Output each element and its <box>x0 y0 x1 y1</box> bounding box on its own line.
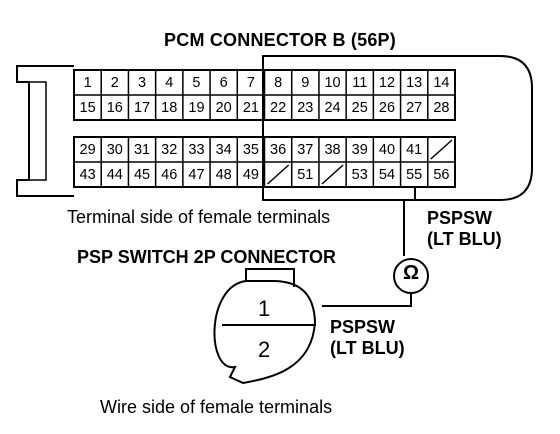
pcm-terminal-26: 26 <box>378 100 396 116</box>
pcm-side-label: Terminal side of female terminals <box>67 207 331 227</box>
wire-label-lower-name: PSPSW <box>330 317 396 337</box>
pcm-terminal-3: 3 <box>137 75 147 91</box>
pcm-terminal-44: 44 <box>106 167 123 183</box>
wire-label-upper: PSPSW (LT BLU) <box>427 208 502 250</box>
wire-label-upper-name: PSPSW <box>427 208 493 228</box>
pcm-terminal-41: 41 <box>406 142 423 158</box>
pcm-terminal-43: 43 <box>79 167 96 183</box>
pcm-terminal-2: 2 <box>110 75 119 91</box>
pcm-terminal-16: 16 <box>106 100 123 116</box>
diagram-title: PCM CONNECTOR B (56P) <box>164 30 396 50</box>
pcm-terminal-23: 23 <box>297 100 314 116</box>
pcm-terminal-53: 53 <box>351 167 368 183</box>
pcm-terminal-48: 48 <box>215 167 232 183</box>
pcm-terminal-7: 7 <box>246 75 255 91</box>
pcm-terminal-12: 12 <box>378 75 396 91</box>
pcm-terminal-51: 51 <box>297 167 314 183</box>
pcm-terminal-39: 39 <box>351 142 368 158</box>
pcm-connector-housing <box>262 55 533 201</box>
psp-side-label: Wire side of female terminals <box>100 397 333 417</box>
psp-connector-latch <box>245 268 295 287</box>
psp-connector-body <box>213 279 317 385</box>
pcm-terminal-1: 1 <box>83 75 92 91</box>
pcm-terminal-14: 14 <box>433 75 450 91</box>
pcm-terminal-5: 5 <box>192 75 201 91</box>
pcm-terminal-47: 47 <box>188 167 205 183</box>
pcm-terminal-22: 22 <box>270 100 287 116</box>
pcm-terminal-40: 40 <box>378 142 396 158</box>
pcm-terminal-35: 35 <box>242 142 259 158</box>
pcm-terminal-31: 31 <box>133 142 151 158</box>
pcm-terminal-29: 29 <box>79 142 96 158</box>
pcm-terminal-28: 28 <box>433 100 450 116</box>
pcm-terminal-19: 19 <box>188 100 205 116</box>
empty-terminal-slash <box>430 139 453 160</box>
pcm-terminal-24: 24 <box>324 100 341 116</box>
pcm-terminal-30: 30 <box>106 142 123 158</box>
pcm-terminal-4: 4 <box>165 75 174 91</box>
wire-label-upper-color: (LT BLU) <box>427 229 502 249</box>
pcm-terminal-10: 10 <box>324 75 341 91</box>
pcm-terminal-18: 18 <box>161 100 178 116</box>
pcm-terminal-36: 36 <box>270 142 287 158</box>
pcm-terminal-9: 9 <box>301 75 310 91</box>
pcm-connector-tab <box>16 65 74 197</box>
pcm-terminal-45: 45 <box>133 167 151 183</box>
pcm-terminal-21: 21 <box>242 100 259 116</box>
psp-terminal-2: 2 <box>258 337 271 362</box>
pcm-terminal-15: 15 <box>79 100 96 116</box>
psp-terminal-1: 1 <box>258 296 271 321</box>
ohm-symbol: Ω <box>402 262 420 284</box>
pcm-terminal-25: 25 <box>351 100 368 116</box>
pcm-terminal-55: 55 <box>406 167 423 183</box>
wire-label-lower: PSPSW (LT BLU) <box>330 317 405 359</box>
wire-lower <box>322 293 412 307</box>
psp-connector-title: PSP SWITCH 2P CONNECTOR <box>77 247 337 267</box>
pcm-terminal-46: 46 <box>161 167 178 183</box>
pcm-terminal-32: 32 <box>161 142 178 158</box>
wire-upper <box>403 187 416 256</box>
pcm-terminal-54: 54 <box>378 167 396 183</box>
wire-label-lower-color: (LT BLU) <box>330 338 405 358</box>
pcm-terminal-37: 37 <box>297 142 314 158</box>
pcm-terminal-34: 34 <box>215 142 232 158</box>
empty-terminal-slash <box>321 164 344 185</box>
pcm-terminal-17: 17 <box>133 100 151 116</box>
pcm-terminal-33: 33 <box>188 142 205 158</box>
empty-terminal-slash <box>266 164 290 185</box>
pcm-terminal-13: 13 <box>406 75 423 91</box>
pcm-terminal-8: 8 <box>274 75 283 91</box>
pcm-terminal-49: 49 <box>242 167 259 183</box>
pcm-terminal-20: 20 <box>215 100 232 116</box>
pcm-terminal-38: 38 <box>324 142 341 158</box>
pcm-terminal-56: 56 <box>433 167 450 183</box>
pcm-terminal-6: 6 <box>219 75 228 91</box>
pcm-terminal-27: 27 <box>406 100 423 116</box>
pcm-terminal-11: 11 <box>352 75 368 91</box>
